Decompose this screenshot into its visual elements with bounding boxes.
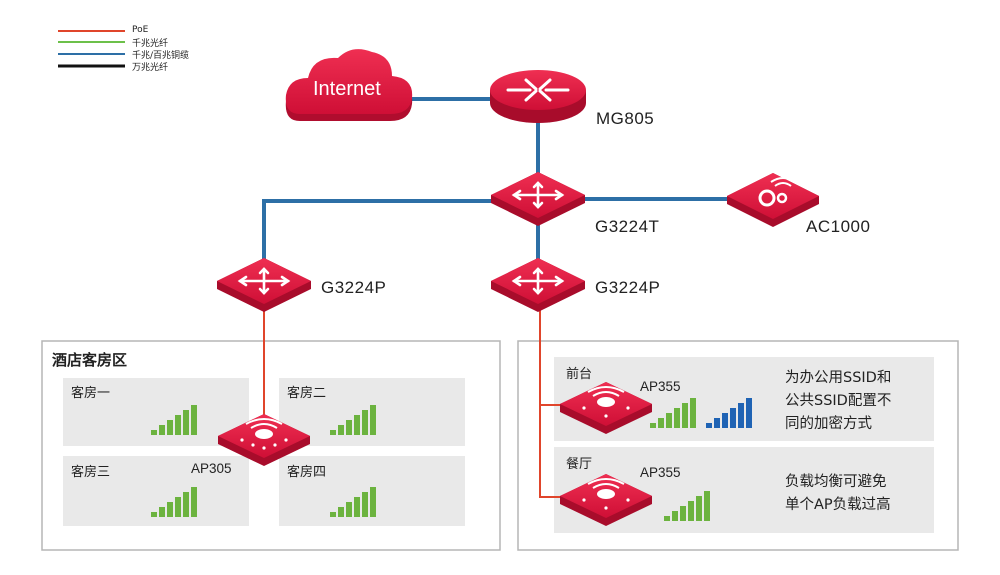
- switch-icon: [491, 258, 585, 312]
- ap355-front-label: AP355: [640, 379, 681, 394]
- signal-bars-icon: [151, 405, 197, 435]
- cloud-icon: [285, 49, 413, 121]
- legend-label-poe: PoE: [132, 25, 149, 35]
- mg805-label: MG805: [596, 109, 655, 128]
- room-label-1: 客房一: [71, 386, 111, 401]
- room-label-2: 客房二: [287, 386, 327, 401]
- legend-label-copper: 千兆/百兆铜缆: [132, 51, 190, 61]
- dining-description: 负载均衡可避免 单个AP负载过高: [785, 474, 891, 513]
- internet-label: Internet: [313, 78, 381, 100]
- room-label-3: 客房三: [71, 465, 111, 480]
- public-zone-frame: [517, 340, 959, 551]
- legend-label-gigabit-fiber: 千兆光纤: [132, 39, 169, 49]
- signal-bars-icon: [664, 491, 710, 521]
- link-poe-ap355-dining: [539, 405, 565, 498]
- ac1000-label: AC1000: [806, 217, 871, 236]
- signal-bars-icon: [151, 487, 197, 517]
- g3224p-right-label: G3224P: [595, 278, 661, 297]
- ap305-label: AP305: [191, 461, 232, 476]
- ap-icon: [218, 414, 310, 466]
- ap-icon: [560, 382, 652, 434]
- switch-icon: [217, 258, 311, 312]
- front-desk-description: 为办公用SSID和 公共SSID配置不 同的加密方式: [785, 370, 892, 432]
- hotel-zone-title: 酒店客房区: [52, 351, 128, 369]
- signal-bars-icon: [706, 398, 752, 428]
- ap355-dining-label: AP355: [640, 465, 681, 480]
- signal-bars-icon: [330, 405, 376, 435]
- g3224t-label: G3224T: [595, 217, 660, 236]
- router-icon: [490, 70, 586, 123]
- front-desk-label: 前台: [566, 367, 593, 382]
- hotel-zone-frame: [41, 340, 501, 551]
- legend: [58, 30, 125, 68]
- signal-bars-icon: [650, 398, 696, 428]
- controller-icon: [727, 173, 819, 227]
- room-label-4: 客房四: [287, 465, 327, 480]
- legend-label-10g-fiber: 万兆光纤: [132, 63, 169, 73]
- switch-icon: [491, 172, 585, 226]
- signal-bars-icon: [330, 487, 376, 517]
- g3224p-left-label: G3224P: [321, 278, 387, 297]
- dining-label: 餐厅: [566, 457, 593, 472]
- link-g3224t-g3224p-left: [262, 199, 492, 268]
- ap-icon: [560, 474, 652, 526]
